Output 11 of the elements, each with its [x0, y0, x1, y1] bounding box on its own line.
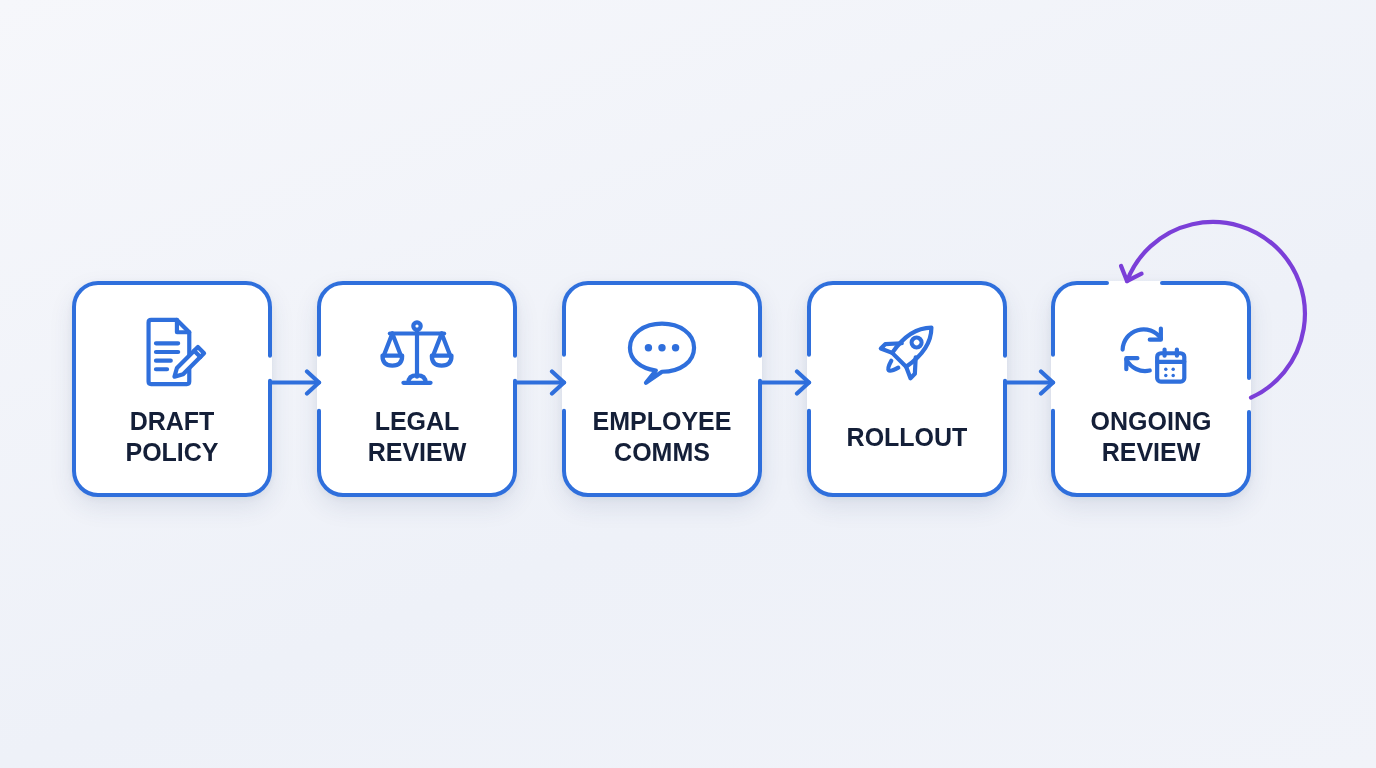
step-label: EMPLOYEE COMMS — [591, 406, 733, 468]
process-box — [1051, 281, 1251, 497]
process-box — [562, 281, 762, 497]
process-box — [72, 281, 272, 497]
step-label: ROLLOUT — [846, 421, 968, 453]
process-box — [807, 281, 1007, 497]
step-label: DRAFT POLICY — [124, 406, 220, 468]
step-label: ONGOING REVIEW — [1089, 406, 1213, 468]
step-label: LEGAL REVIEW — [366, 406, 468, 468]
loop-arrow — [1119, 219, 1307, 400]
process-box — [317, 281, 517, 497]
